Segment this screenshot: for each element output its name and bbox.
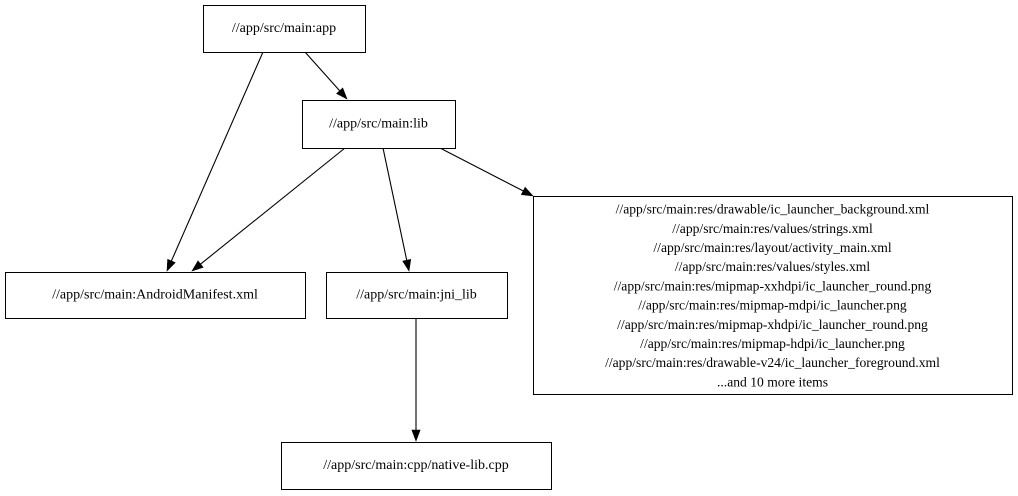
node-jni-lib-box[interactable] [326,272,508,319]
node-jni-lib-label: //app/src/main:jni_lib [356,288,477,303]
node-resources-group-box[interactable] [533,196,1013,395]
node-resources-group-label-line: ...and 10 more items [717,374,828,389]
nodes-layer: //app/src/main:app //app/src/main:lib //ap… [5,5,1013,490]
edge-app-to-android-manifest-line [170,51,264,263]
node-app-box[interactable] [203,5,366,53]
node-android-manifest-box[interactable] [5,272,306,319]
node-resources-group-label-line: //app/src/main:res/drawable-v24/ic_launc… [605,355,940,370]
node-lib[interactable]: //app/src/main:lib [302,100,456,149]
edge-lib-to-resources-group-line [439,147,525,193]
edge-lib-to-jni-lib-line [382,147,408,262]
edges-layer [166,51,534,442]
node-native-lib-cpp-label: //app/src/main:cpp/native-lib.cpp [323,458,508,473]
edge-lib-to-jni-lib-arrowhead [402,259,412,272]
edge-app-to-lib-line [304,51,342,93]
edge-jni-lib-to-native-lib-arrowhead [411,429,421,442]
edge-app-to-lib-arrowhead [336,87,348,100]
node-resources-group[interactable]: //app/src/main:res/drawable/ic_launcher_… [533,196,1013,395]
node-native-lib-cpp-box[interactable] [281,442,552,490]
node-resources-group-label-line: //app/src/main:res/drawable/ic_launcher_… [616,202,930,217]
node-jni-lib[interactable]: //app/src/main:jni_lib [326,272,508,319]
node-android-manifest[interactable]: //app/src/main:AndroidManifest.xml [5,272,306,319]
node-app[interactable]: //app/src/main:app [203,5,366,53]
edge-lib-to-android-manifest-arrowhead [191,260,204,272]
node-resources-group-label: //app/src/main:res/drawable/ic_launcher_… [605,202,940,390]
node-native-lib-cpp[interactable]: //app/src/main:cpp/native-lib.cpp [281,442,552,490]
edge-lib-to-resources-group-arrowhead [520,186,534,197]
edge-jni-lib-to-native-lib [411,318,421,442]
edge-app-to-lib [304,51,348,100]
node-resources-group-label-line: //app/src/main:res/mipmap-xhdpi/ic_launc… [617,317,928,332]
edge-lib-to-resources-group [439,147,534,197]
node-android-manifest-label: //app/src/main:AndroidManifest.xml [52,288,258,303]
node-resources-group-label-line: //app/src/main:res/mipmap-hdpi/ic_launch… [640,336,905,351]
node-app-label: //app/src/main:app [232,21,336,36]
node-lib-label: //app/src/main:lib [329,117,428,132]
edge-app-to-android-manifest [166,51,264,272]
edge-lib-to-android-manifest-line [199,147,346,266]
node-resources-group-label-line: //app/src/main:res/values/strings.xml [672,221,873,236]
node-resources-group-label-line: //app/src/main:res/layout/activity_main.… [653,240,891,255]
edge-lib-to-jni-lib [382,147,412,272]
node-resources-group-label-line: //app/src/main:res/values/styles.xml [675,259,870,274]
node-resources-group-label-line: //app/src/main:res/mipmap-xxhdpi/ic_laun… [614,278,932,293]
node-lib-box[interactable] [302,100,456,149]
node-resources-group-label-line: //app/src/main:res/mipmap-mdpi/ic_launch… [638,298,907,313]
edge-lib-to-android-manifest [191,147,346,272]
edge-app-to-android-manifest-arrowhead [166,258,176,272]
